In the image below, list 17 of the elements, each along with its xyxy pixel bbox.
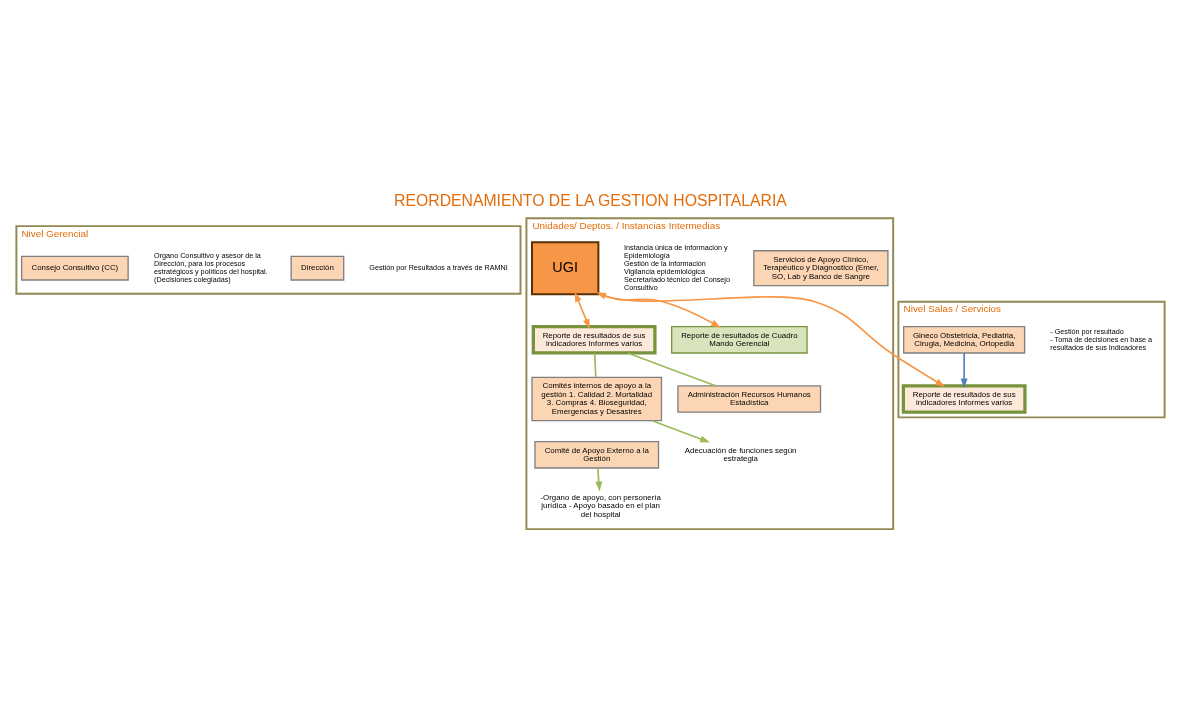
- node-label: Organo Consultivo y asesor de la Dirección, para los procesos estratégicos y políticos del hospital. (Decisiones colegiadas): [154, 251, 268, 284]
- node-label: Gestión de la información: [624, 259, 706, 269]
- node-label: Vigilancia epidemiológica: [624, 266, 705, 276]
- connector: [626, 352, 717, 387]
- node-box: UGI: [531, 241, 600, 296]
- node-label: - Toma de decisiones en base a resultados de sus Indicadores: [1050, 334, 1153, 352]
- connector: [593, 352, 597, 378]
- node-label: Gestión por Resultados a través de RAMNI: [369, 263, 508, 273]
- arrow: [651, 419, 710, 443]
- arrow: [596, 292, 946, 387]
- arrow: [595, 467, 603, 492]
- node-label: - Gestión por resultado: [1050, 326, 1124, 336]
- arrow: [960, 352, 968, 389]
- arrow: [597, 292, 721, 328]
- node-label: Instancia única de Informacion y Epidemiología: [624, 243, 728, 261]
- arrow: [574, 291, 590, 329]
- diagram-title: REORDENAMIENTO DE LA GESTION HOSPITALARIA: [394, 191, 787, 209]
